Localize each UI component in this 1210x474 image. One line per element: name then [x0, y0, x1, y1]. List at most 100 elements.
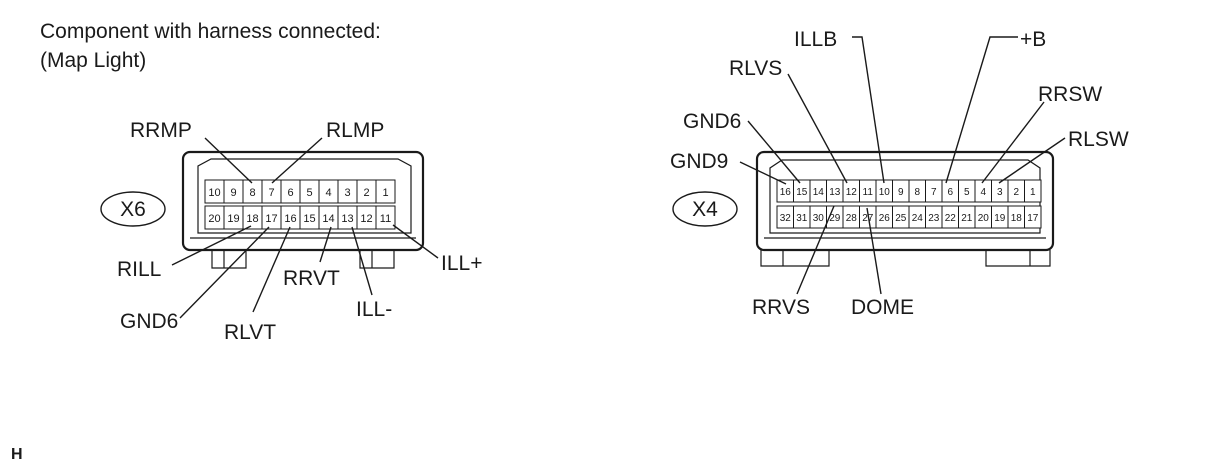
x6-pin-5: 5	[306, 187, 312, 199]
x6-pin-6: 6	[287, 187, 293, 199]
connector-x6-housing	[181, 150, 425, 252]
x4-pin-9: 9	[898, 187, 904, 198]
x4-pin-10: 10	[879, 187, 891, 198]
connector-x4-pin-labels-top: 16 15 14 13 12 11 10 9 8 7 6 5 4 3 2 1	[780, 187, 1036, 198]
x6-leader-rlvt	[252, 226, 291, 313]
footer-mark: H	[11, 446, 23, 463]
x4-pin-25: 25	[895, 213, 907, 224]
x6-label-rrvt: RRVT	[283, 267, 340, 290]
x4-pin-31: 31	[796, 213, 808, 224]
x4-label-gnd6: GND6	[683, 110, 741, 133]
x4-leader-gnd9	[739, 161, 787, 185]
connector-x4-id: X4	[692, 198, 718, 221]
x4-leader-rrvs	[796, 205, 835, 295]
x6-pin-10: 10	[208, 187, 220, 199]
connector-x6-latch-right	[359, 250, 395, 269]
x6-leader-ill-minus	[351, 226, 373, 296]
x4-label-rrsw: RRSW	[1038, 83, 1102, 106]
x4-pin-28: 28	[846, 213, 858, 224]
x4-pin-8: 8	[914, 187, 920, 198]
x4-label-gnd9: GND9	[670, 150, 728, 173]
x4-pin-18: 18	[1011, 213, 1023, 224]
x6-pin-17: 17	[265, 213, 277, 225]
x4-pin-5: 5	[964, 187, 970, 198]
x4-pin-4: 4	[980, 187, 986, 198]
x4-pin-1: 1	[1030, 187, 1036, 198]
x6-pin-13: 13	[341, 213, 353, 225]
connector-x4-latch-left	[760, 250, 830, 267]
x4-pin-6: 6	[947, 187, 953, 198]
x6-pin-7: 7	[268, 187, 274, 199]
x4-pin-15: 15	[796, 187, 808, 198]
x4-pin-7: 7	[931, 187, 937, 198]
connector-x4-pin-grid	[776, 179, 1042, 229]
connector-x6-pin-labels-top: 10 9 8 7 6 5 4 3 2 1	[208, 187, 388, 199]
x4-label-illb: ILLB	[794, 28, 837, 51]
x4-pin-11: 11	[863, 187, 874, 198]
x4-leader-rlsw	[998, 137, 1066, 184]
header-line-2: (Map Light)	[40, 49, 146, 72]
x4-pin-24: 24	[912, 213, 924, 224]
connector-x4-housing	[755, 150, 1055, 252]
x6-pin-9: 9	[230, 187, 236, 199]
x6-label-rill: RILL	[117, 258, 161, 281]
x4-label-plus-b: +B	[1020, 28, 1046, 51]
x6-pin-15: 15	[303, 213, 315, 225]
x6-pin-11: 11	[380, 213, 391, 225]
x4-pin-17: 17	[1027, 213, 1039, 224]
x6-pin-8: 8	[249, 187, 255, 199]
x6-pin-2: 2	[363, 187, 369, 199]
connector-x6-latch-left	[211, 250, 247, 269]
x4-pin-12: 12	[846, 187, 858, 198]
x6-pin-14: 14	[322, 213, 334, 225]
x6-pin-3: 3	[344, 187, 350, 199]
x6-leader-rrvt	[319, 226, 332, 263]
x4-pin-16: 16	[780, 187, 792, 198]
x4-leader-rrsw	[981, 101, 1045, 184]
x4-pin-26: 26	[879, 213, 891, 224]
x4-pin-23: 23	[928, 213, 940, 224]
x6-pin-20: 20	[208, 213, 220, 225]
x6-leader-rlmp	[271, 137, 323, 184]
x4-pin-21: 21	[961, 213, 973, 224]
x6-label-ill-plus: ILL+	[441, 252, 482, 275]
x4-pin-2: 2	[1013, 187, 1019, 198]
x4-pin-3: 3	[997, 187, 1003, 198]
x6-pin-12: 12	[360, 213, 372, 225]
x6-pin-4: 4	[325, 187, 331, 199]
connector-x4-pin-labels-bottom: 32 31 30 29 28 27 26 25 24 23 22 21 20 1…	[780, 213, 1039, 224]
x6-leader-rill	[171, 225, 252, 266]
x6-label-rlmp: RLMP	[326, 119, 384, 142]
connector-x6-id: X6	[120, 198, 146, 221]
connector-x4: X4	[670, 28, 1129, 319]
x6-pin-1: 1	[382, 187, 388, 199]
x6-pin-16: 16	[284, 213, 296, 225]
x4-pin-29: 29	[829, 213, 841, 224]
x6-label-ill-minus: ILL-	[356, 298, 392, 321]
x6-label-rrmp: RRMP	[130, 119, 192, 142]
x4-label-rrvs: RRVS	[752, 296, 810, 319]
x4-leader-plus-b	[945, 36, 1018, 184]
header-line-1: Component with harness connected:	[40, 20, 381, 43]
x4-leader-rlvs	[787, 73, 848, 184]
connector-x4-inner-frame	[769, 159, 1041, 234]
x6-pin-18: 18	[246, 213, 258, 225]
x4-leader-gnd6	[747, 120, 801, 184]
x4-pin-22: 22	[945, 213, 957, 224]
x4-pin-13: 13	[829, 187, 841, 198]
connector-x6-inner-frame	[197, 158, 412, 234]
x6-label-gnd6: GND6	[120, 310, 178, 333]
connector-x6-pin-grid	[204, 179, 396, 230]
x4-pin-30: 30	[813, 213, 825, 224]
connector-x4-id-ellipse	[672, 191, 738, 227]
connector-x6-pin-labels-bottom: 20 19 18 17 16 15 14 13 12 11	[208, 213, 391, 225]
x4-leader-dome	[866, 207, 882, 295]
x6-leader-gnd6	[179, 226, 270, 319]
x4-pin-20: 20	[978, 213, 990, 224]
x4-label-rlvs: RLVS	[729, 57, 782, 80]
x4-leader-illb	[852, 36, 885, 184]
x6-pin-19: 19	[227, 213, 239, 225]
connector-x4-latch-right	[985, 250, 1051, 267]
connector-x6: X6	[100, 119, 482, 344]
